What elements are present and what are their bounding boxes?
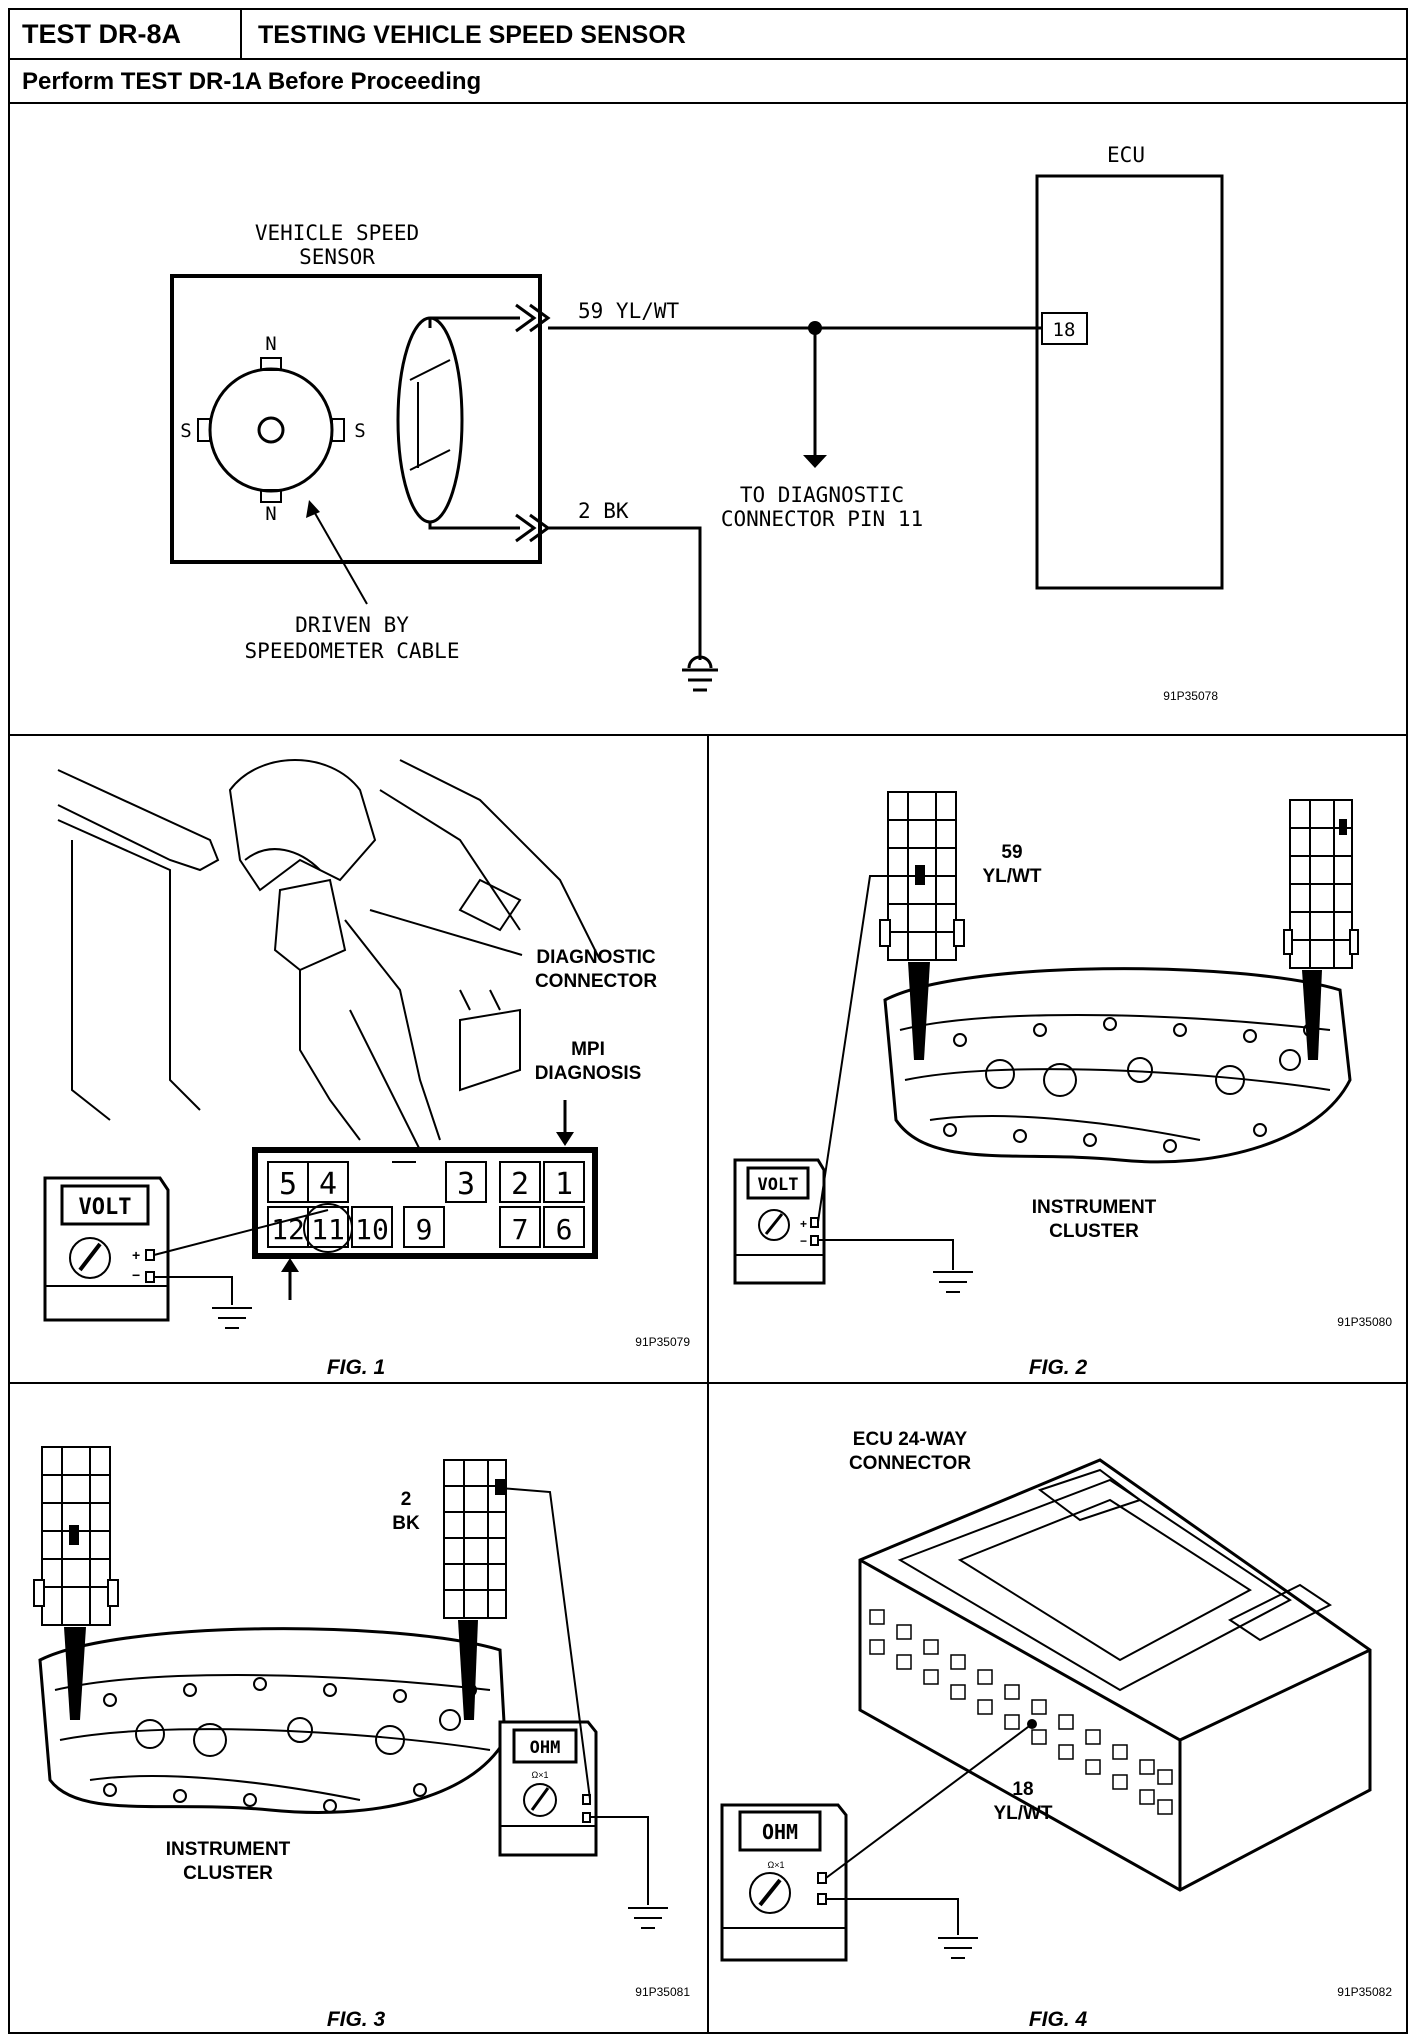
fig1-caption: FIG. 1 — [327, 1356, 385, 1379]
schematic-code: 91P35078 — [1163, 689, 1218, 703]
fig2-cluster-label-2: CLUSTER — [1049, 1221, 1139, 1242]
pin-12: 12 — [271, 1213, 305, 1246]
pin-3: 3 — [457, 1167, 475, 1202]
sensor-box — [170, 274, 542, 564]
pole-n-bottom: N — [265, 503, 276, 525]
pole-s-left: S — [180, 420, 191, 442]
pin-11: 11 — [311, 1213, 345, 1246]
fig1-diag-label-2: CONNECTOR — [535, 971, 657, 992]
fig2-cluster-label-1: INSTRUMENT — [1032, 1197, 1157, 1218]
pole-n-top: N — [265, 333, 276, 355]
fig1-dash-sketch — [57, 759, 601, 1151]
fig2-meter-plus: + — [800, 1217, 807, 1231]
fig2-instrument-cluster — [883, 967, 1352, 1164]
fig1-meter-plus: + — [132, 1247, 140, 1263]
fig4-panel: ECU 24-WAY CONNECTOR 18 YL/WT OHM Ω×1 — [720, 1429, 1392, 2031]
sensor-label-2: SENSOR — [299, 245, 375, 269]
pin-11-highlight — [303, 1203, 353, 1253]
ecu-label: ECU — [1107, 143, 1145, 167]
test-instruction: Perform TEST DR-1A Before Proceeding — [10, 60, 1406, 104]
fig1-meter-minus: − — [132, 1267, 140, 1283]
fig1-voltmeter: VOLT + − — [43, 1176, 170, 1322]
fig4-caption: FIG. 4 — [1029, 2008, 1088, 2031]
ground-symbol — [682, 655, 718, 692]
fig3-panel: 2 BK INSTRUMENT CLUSTER OHM Ω×1 — [33, 1446, 690, 2031]
fig4-pin-label-2: YL/WT — [993, 1803, 1052, 1824]
fig1-meter-label: VOLT — [79, 1195, 132, 1220]
fig3-caption: FIG. 3 — [327, 2008, 386, 2031]
wire-signal-label: 59 YL/WT — [578, 299, 680, 323]
fig2-voltmeter: VOLT + − — [733, 1158, 826, 1285]
sensor-rotor — [208, 367, 334, 493]
wire-ground-label: 2 BK — [578, 499, 629, 523]
pin-4: 4 — [319, 1167, 337, 1202]
fig3-left-connector — [33, 1446, 119, 1626]
rotor-hub — [257, 416, 285, 444]
pole-s-right: S — [354, 420, 365, 442]
ecu-24way-connector — [858, 1458, 1372, 1892]
pin-6: 6 — [556, 1213, 573, 1246]
fig3-cluster-label-1: INSTRUMENT — [166, 1839, 291, 1860]
fig3-meter-label: OHM — [530, 1738, 561, 1758]
diag-label-1: TO DIAGNOSTIC — [740, 483, 904, 507]
fig3-right-connector — [443, 1459, 507, 1619]
header-row: TEST DR-8A TESTING VEHICLE SPEED SENSOR — [10, 10, 1406, 60]
test-id: TEST DR-8A — [10, 10, 242, 58]
driven-label-2: SPEEDOMETER CABLE — [245, 639, 460, 663]
fig2-panel: 59 YL/WT INSTRUMENT CLUSTER VOLT + − — [733, 791, 1392, 1379]
fig3-meter-scale: Ω×1 — [532, 1770, 549, 1780]
pin-5: 5 — [279, 1167, 297, 1202]
fig2-meter-label: VOLT — [758, 1175, 799, 1195]
fig3-wire-label-1: 2 — [401, 1489, 412, 1510]
fig3-instrument-cluster — [38, 1627, 507, 1814]
mpi-connector — [252, 1147, 598, 1259]
panel-borders — [8, 734, 1408, 2034]
fig3-cluster-label-2: CLUSTER — [183, 1863, 273, 1884]
fig4-meter-scale: Ω×1 — [768, 1860, 785, 1870]
wiring-schematic: ECU 18 VEHICLE SPEED SENSOR N N S S 59 Y… — [170, 143, 1224, 703]
fig4-conn-label-1: ECU 24-WAY — [853, 1429, 968, 1450]
connector-cavities — [869, 1609, 1173, 1815]
fig1-mpi-label-1: MPI — [571, 1039, 605, 1060]
fig2-wire-label-1: 59 — [1001, 842, 1022, 863]
fig4-ohmmeter: OHM Ω×1 — [720, 1803, 848, 1962]
pin-9: 9 — [416, 1213, 433, 1246]
fig1-diag-label-1: DIAGNOSTIC — [536, 947, 656, 968]
fig1-panel: DIAGNOSTIC CONNECTOR MPI DIAGNOSIS 5 4 3… — [43, 759, 690, 1379]
diag-arrow — [803, 455, 827, 468]
fig3-wire-label-2: BK — [392, 1513, 420, 1534]
fig1-code: 91P35079 — [635, 1335, 690, 1349]
pickup-coil — [396, 316, 464, 524]
pin-10: 10 — [355, 1213, 389, 1246]
pin-1: 1 — [555, 1167, 573, 1202]
fig3-ohmmeter: OHM Ω×1 — [498, 1720, 598, 1857]
driven-label-1: DRIVEN BY — [295, 613, 409, 637]
fig2-code: 91P35080 — [1337, 1315, 1392, 1329]
test-title: TESTING VEHICLE SPEED SENSOR — [258, 21, 686, 49]
ground-wire — [548, 526, 702, 660]
fig2-meter-minus: − — [800, 1234, 807, 1248]
fig1-mpi-label-2: DIAGNOSIS — [535, 1063, 642, 1084]
fig2-caption: FIG. 2 — [1029, 1356, 1088, 1379]
fig4-conn-label-2: CONNECTOR — [849, 1453, 971, 1474]
sensor-label-1: VEHICLE SPEED — [255, 221, 419, 245]
fig2-wire-label-2: YL/WT — [982, 866, 1041, 887]
fig4-meter-label: OHM — [762, 1820, 798, 1844]
fig3-code: 91P35081 — [635, 1985, 690, 1999]
diag-label-2: CONNECTOR PIN 11 — [721, 507, 923, 531]
fig4-code: 91P35082 — [1337, 1985, 1392, 1999]
ecu-pin-label: 18 — [1053, 319, 1076, 341]
pin-2: 2 — [511, 1167, 529, 1202]
ecu-box — [1035, 174, 1224, 590]
pin-7: 7 — [512, 1213, 529, 1246]
fig2-right-connector — [1283, 799, 1359, 969]
fig4-pin-label-1: 18 — [1012, 1779, 1033, 1800]
